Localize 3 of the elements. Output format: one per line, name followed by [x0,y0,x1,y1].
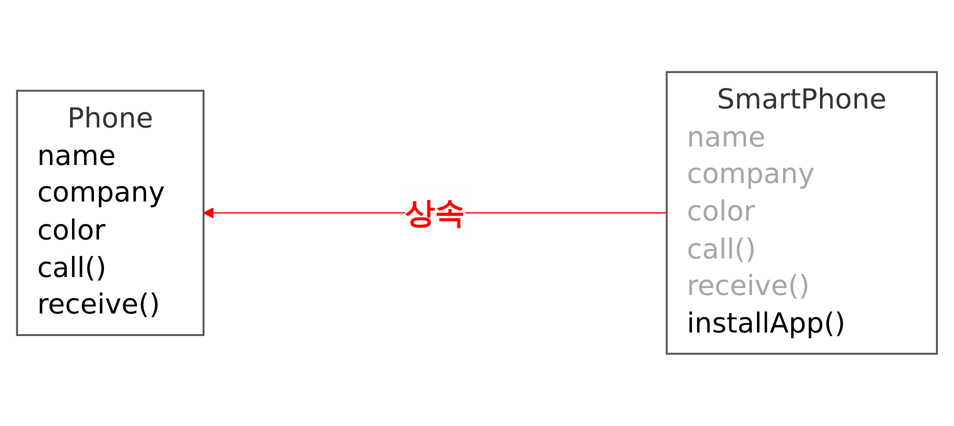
node-box: Phone name company color call() receive() [16,90,204,336]
node-box: SmartPhone name company color call() receive() installApp() [666,71,938,355]
edge-label: 상속 [404,195,466,231]
